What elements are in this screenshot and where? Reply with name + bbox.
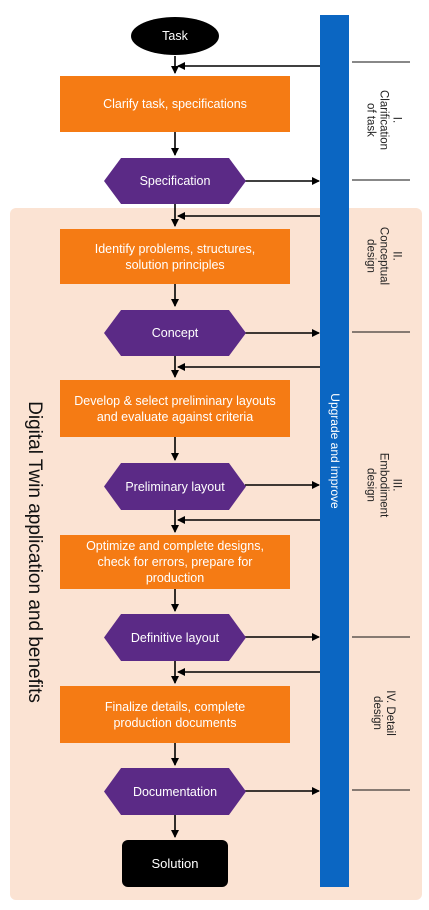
output-concept: Concept [104, 310, 246, 356]
phase-label-detail: IV. Detail design [371, 690, 396, 736]
output-documentation: Documentation [104, 768, 246, 815]
phase-label-conceptual: II. Conceptual design [364, 226, 403, 286]
output-preliminary-layout: Preliminary layout [104, 463, 246, 510]
output-specification: Specification [104, 158, 246, 204]
end-solution-box: Solution [122, 840, 228, 887]
phase-label-embodiment: III. Embodiment design [364, 452, 403, 518]
process-clarify-task: Clarify task, specifications [60, 76, 290, 132]
phase-label-clarification: I. Clarification of task [364, 89, 403, 151]
output-definitive-layout: Definitive layout [104, 614, 246, 661]
process-identify-problems: Identify problems, structures, solution … [60, 229, 290, 284]
upgrade-improve-band [320, 15, 349, 887]
start-task-oval: Task [131, 17, 219, 55]
process-develop-layouts: Develop & select preliminary layouts and… [60, 380, 290, 437]
process-finalize-details: Finalize details, complete production do… [60, 686, 290, 743]
process-optimize-designs: Optimize and complete designs, check for… [60, 535, 290, 589]
